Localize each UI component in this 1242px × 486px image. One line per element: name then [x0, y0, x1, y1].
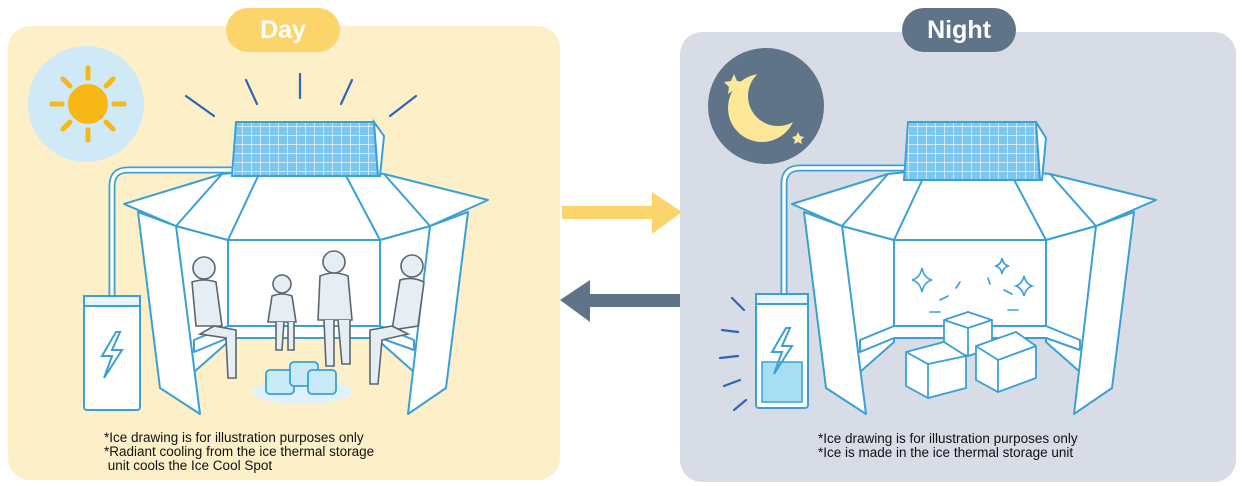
night-shelter: [780, 164, 1157, 415]
night-note: *Ice drawing is for illustration purpose…: [818, 431, 1078, 446]
sparkles: [911, 257, 1035, 313]
night-note: *Ice is made in the ice thermal storage …: [818, 445, 1074, 460]
solar-panel-icon: [230, 118, 386, 177]
day-note: *Radiant cooling from the ice thermal st…: [104, 444, 375, 459]
sun-icon: [28, 46, 144, 162]
night-notes: *Ice drawing is for illustration purpose…: [818, 432, 1078, 460]
day-notes: *Ice drawing is for illustration purpose…: [104, 431, 374, 473]
battery-icon: [755, 293, 809, 409]
arrow-left-icon: [560, 280, 680, 322]
arrow-right-icon: [562, 192, 682, 234]
day-note: *Ice drawing is for illustration purpose…: [104, 430, 364, 445]
day-title: Day: [226, 8, 340, 52]
day-note: unit cools the Ice Cool Spot: [104, 458, 273, 473]
ice-block-icon: [905, 311, 1037, 399]
moon-icon: [708, 48, 824, 164]
night-title: Night: [902, 8, 1016, 52]
battery-icon: [83, 295, 141, 411]
charging-lines: [718, 296, 748, 412]
day-people: [191, 250, 425, 385]
solar-panel-icon: [902, 121, 1048, 181]
sun-rays: [184, 72, 418, 118]
ice-block-icon: [252, 361, 352, 404]
